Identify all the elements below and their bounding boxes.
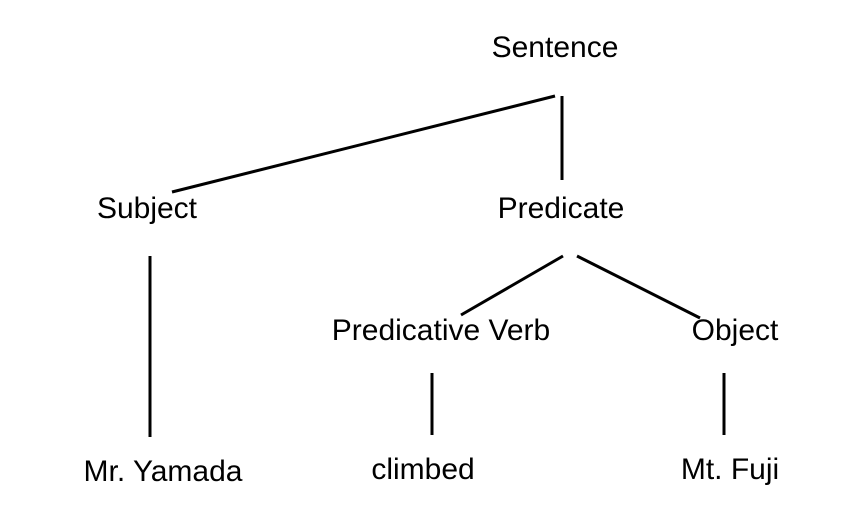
edge-predicate-object <box>576 254 701 320</box>
node-object: Object <box>692 314 779 347</box>
edge-sentence-subject <box>171 94 556 194</box>
node-predicative-verb: Predicative Verb <box>332 314 550 347</box>
node-predicate: Predicate <box>498 192 625 225</box>
node-climbed: climbed <box>371 453 474 486</box>
edge-predicate-predicative-verb <box>460 254 564 317</box>
tree-edges <box>148 94 726 437</box>
node-mr-yamada: Mr. Yamada <box>84 455 243 488</box>
node-mt-fuji: Mt. Fuji <box>681 453 779 486</box>
node-sentence: Sentence <box>492 31 619 64</box>
tree-nodes: Sentence Subject Predicate Predicative V… <box>84 31 780 488</box>
node-subject: Subject <box>97 192 198 225</box>
